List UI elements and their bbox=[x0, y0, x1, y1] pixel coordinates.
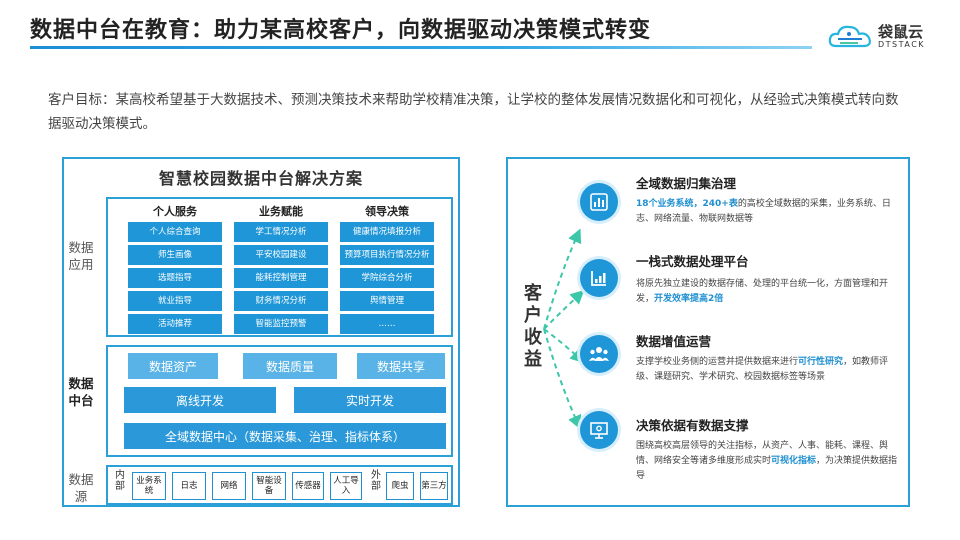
data-middle-platform-box: 数据资产 数据质量 数据共享 离线开发 实时开发 全域数据中心（数据采集、治理、… bbox=[106, 345, 453, 457]
title-underline bbox=[30, 46, 812, 49]
app-column-head: 领导决策 bbox=[365, 205, 409, 218]
benefit-title: 数据增值运营 bbox=[636, 334, 712, 349]
realtime-dev-block: 实时开发 bbox=[294, 387, 446, 413]
data-sharing-block: 数据共享 bbox=[357, 353, 445, 379]
benefits-label: 客户收益 bbox=[524, 283, 542, 370]
app-column: 领导决策 健康情况填报分析 预算项目执行情况分析 学院综合分析 舆情管理 …… bbox=[340, 203, 434, 334]
app-item: 财务情况分析 bbox=[234, 291, 328, 311]
app-column: 个人服务 个人综合查询 师生画像 选题指导 就业指导 活动推荐 bbox=[128, 203, 222, 334]
logo: 袋鼠云 DTSTACK bbox=[826, 18, 946, 54]
benefits-panel: 客户收益 全域数据归集治理 18个业务系统，240+表的高校全域数据的采集，业务… bbox=[506, 157, 910, 507]
app-item: 选题指导 bbox=[128, 268, 222, 288]
source-item: 日志 bbox=[172, 472, 206, 500]
app-item: 学院综合分析 bbox=[340, 268, 434, 288]
chart-icon bbox=[580, 183, 618, 221]
solution-panel: 智慧校园数据中台解决方案 数据应用 数据中台 数据源 个人服务 个人综合查询 师… bbox=[62, 157, 460, 507]
benefit-text: ，如教师评级、课题研究、学术研究、校园数据标签等场景 bbox=[636, 357, 889, 382]
cloud-logo-icon bbox=[828, 25, 871, 48]
app-column-head: 个人服务 bbox=[153, 205, 197, 218]
data-mid-label: 数据中台 bbox=[68, 376, 94, 408]
app-item: 师生画像 bbox=[128, 245, 222, 265]
solution-title: 智慧校园数据中台解决方案 bbox=[158, 169, 363, 188]
data-application-box: 个人服务 个人综合查询 师生画像 选题指导 就业指导 活动推荐 业务赋能 学工情… bbox=[106, 197, 453, 337]
data-source-box: 内部 业务系统 日志 网络 智能设备 传感器 人工导入 外部 爬虫 第三方 bbox=[106, 465, 453, 505]
app-item: 学工情况分析 bbox=[234, 222, 328, 242]
benefit-title: 决策依据有数据支撑 bbox=[636, 418, 749, 433]
benefit-arrows bbox=[543, 228, 585, 430]
data-app-label: 数据应用 bbox=[68, 240, 94, 272]
benefit-highlight: 开发效率提高2倍 bbox=[654, 294, 724, 304]
bar-chart-icon bbox=[580, 259, 618, 297]
benefit-text: 将原先独立建设的数据存储、处理的平台统一化，方面管理和开发， bbox=[636, 279, 889, 304]
app-item: 预算项目执行情况分析 bbox=[340, 245, 434, 265]
benefit-highlight: 18个业务系统，240+表 bbox=[636, 199, 738, 209]
benefit-text: 围绕高校高层领导的关注指标，从资产、人事、能耗、课程、舆情、网络安全等诸多维度形… bbox=[636, 441, 889, 466]
app-column: 业务赋能 学工情况分析 平安校园建设 能耗控制管理 财务情况分析 智能监控预警 bbox=[234, 203, 328, 334]
external-label: 外部 bbox=[371, 470, 381, 492]
app-item: 健康情况填报分析 bbox=[340, 222, 434, 242]
benefit-text: 支撑学校业务侧的运营并提供数据来进行 bbox=[636, 357, 799, 367]
source-item: 第三方 bbox=[420, 472, 448, 500]
benefit-description: 支撑学校业务侧的运营并提供数据来进行可行性研究，如教师评级、课题研究、学术研究、… bbox=[636, 355, 898, 385]
source-item: 传感器 bbox=[292, 472, 324, 500]
app-item: 舆情管理 bbox=[340, 291, 434, 311]
benefit-highlight: 可视化指标 bbox=[771, 456, 817, 466]
offline-dev-block: 离线开发 bbox=[124, 387, 276, 413]
source-item: 爬虫 bbox=[386, 472, 414, 500]
data-assets-block: 数据资产 bbox=[128, 353, 218, 379]
logo-subtext: DTSTACK bbox=[878, 40, 926, 49]
app-item: 智能监控预警 bbox=[234, 314, 328, 334]
data-quality-block: 数据质量 bbox=[243, 353, 337, 379]
benefit-description: 将原先独立建设的数据存储、处理的平台统一化，方面管理和开发，开发效率提高2倍 bbox=[636, 277, 898, 307]
benefit-text: 的高校全域数据的采集，业务系统、日志、网络流量、物联网数据等 bbox=[636, 199, 891, 224]
benefit-title: 一栈式数据处理平台 bbox=[636, 254, 749, 269]
benefit-highlight: 可行性研究 bbox=[798, 357, 844, 367]
customer-goal: 客户目标：某高校希望基于大数据技术、预测决策技术来帮助学校精准决策，让学校的整体… bbox=[48, 92, 899, 132]
benefit-text: ，为决策提供数据指导 bbox=[636, 456, 898, 481]
app-item: 平安校园建设 bbox=[234, 245, 328, 265]
data-center-block: 全域数据中心（数据采集、治理、指标体系） bbox=[124, 423, 446, 449]
source-item: 业务系统 bbox=[132, 472, 166, 500]
benefit-title: 全域数据归集治理 bbox=[636, 176, 737, 191]
app-item: 个人综合查询 bbox=[128, 222, 222, 242]
source-item: 人工导入 bbox=[330, 472, 362, 500]
page-title: 数据中台在教育：助力某高校客户，向数据驱动决策模式转变 bbox=[30, 18, 652, 43]
source-item: 网络 bbox=[212, 472, 246, 500]
app-item: …… bbox=[340, 314, 434, 334]
logo-text: 袋鼠云 bbox=[878, 23, 924, 41]
app-item: 活动推荐 bbox=[128, 314, 222, 334]
app-column-head: 业务赋能 bbox=[259, 205, 303, 218]
app-item: 就业指导 bbox=[128, 291, 222, 311]
benefit-description: 18个业务系统，240+表的高校全域数据的采集，业务系统、日志、网络流量、物联网… bbox=[636, 197, 898, 227]
people-icon bbox=[580, 335, 618, 373]
data-source-label: 数据源 bbox=[68, 472, 94, 504]
app-item: 能耗控制管理 bbox=[234, 268, 328, 288]
presentation-icon bbox=[580, 411, 618, 449]
benefit-description: 围绕高校高层领导的关注指标，从资产、人事、能耗、课程、舆情、网络安全等诸多维度形… bbox=[636, 439, 900, 484]
source-item: 智能设备 bbox=[252, 472, 286, 500]
internal-label: 内部 bbox=[115, 470, 125, 492]
